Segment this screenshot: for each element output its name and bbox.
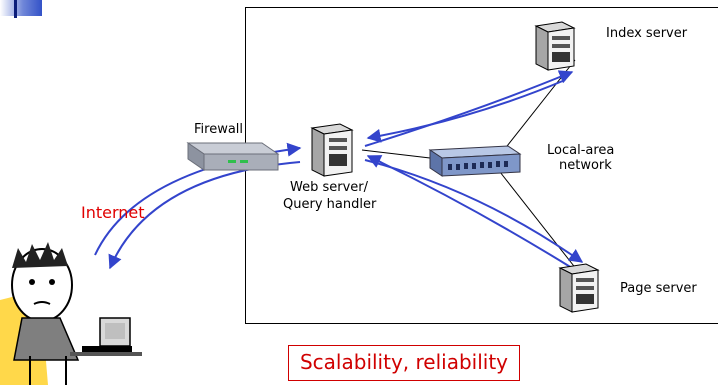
link-line-web <box>361 149 431 159</box>
user-at-computer-icon <box>0 242 142 385</box>
callout-box: Scalability, reliability <box>288 345 520 381</box>
internet-label: Internet <box>81 203 145 222</box>
index-server-label: Index server <box>606 26 688 41</box>
web-server-label-line1: Web server/ <box>290 180 369 195</box>
link-line-page <box>499 171 578 271</box>
slide-corner-tick <box>14 0 17 18</box>
arrow-web-to-index <box>364 70 574 147</box>
arrow-page-to-web <box>366 155 573 269</box>
web-server-label-line2: Query handler <box>283 197 377 212</box>
lan-label-line1: Local-area <box>547 143 615 158</box>
firewall-label: Firewall <box>194 122 244 137</box>
lan-label-line2: network <box>559 158 612 173</box>
server-tower-icon <box>310 123 354 177</box>
arrow-index-to-web <box>366 79 566 143</box>
link-line-index <box>499 59 576 156</box>
firewall-device-icon <box>186 142 280 171</box>
server-tower-icon <box>534 21 576 71</box>
network-switch-icon <box>428 145 522 177</box>
slide-corner-accent <box>0 0 42 16</box>
server-tower-icon <box>558 263 600 313</box>
page-server-label: Page server <box>620 281 697 296</box>
